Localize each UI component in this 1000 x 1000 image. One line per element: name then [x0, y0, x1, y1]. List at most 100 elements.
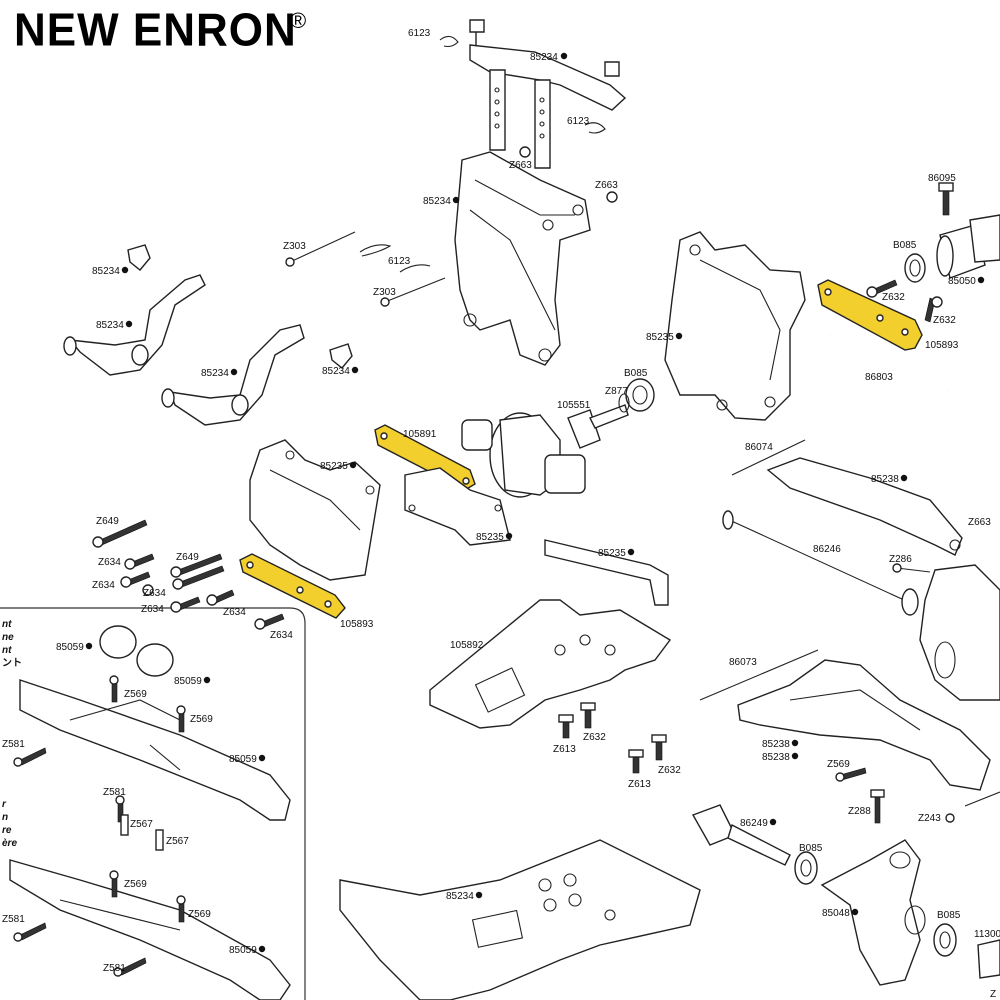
label-85235: 85235 [320, 461, 348, 472]
clip-85234-a [127, 244, 151, 271]
bumper-foam-85059-b [136, 643, 174, 677]
label-z581: Z581 [2, 739, 25, 750]
bearing-b085-d [933, 923, 957, 957]
screw-z581-c [13, 922, 47, 942]
label-z: Z [990, 989, 996, 1000]
registered-mark: ® [290, 8, 307, 33]
label-85234: 85234 [446, 891, 474, 902]
label-z634: Z634 [92, 580, 115, 591]
label-85234: 85234 [530, 52, 558, 63]
bumper-foam-85059-a [99, 625, 137, 659]
screw-z632-c [580, 702, 596, 729]
label-z632: Z632 [933, 315, 956, 326]
label-z634: Z634 [223, 607, 246, 618]
label-85238: 85238 [762, 752, 790, 763]
label-b085: B085 [799, 843, 823, 854]
screw-z649-b [170, 553, 223, 578]
hinge-pin-right [964, 791, 1000, 807]
screw-z303-b [380, 277, 446, 307]
clip-6123-right [584, 122, 606, 134]
pinion-gear [567, 404, 629, 449]
label-85059: 85059 [174, 676, 202, 687]
label-85234: 85234 [96, 320, 124, 331]
label-z632: Z632 [882, 292, 905, 303]
screw-z649-a [92, 519, 148, 548]
hinge-pin-86074 [731, 439, 806, 476]
label-z303: Z303 [283, 241, 306, 252]
clip-6123-top [439, 35, 459, 48]
screw-z649-c [172, 565, 225, 590]
label-86074: 86074 [745, 442, 773, 453]
label-105892: 105892 [450, 640, 484, 651]
label-85059: 85059 [56, 642, 84, 653]
label-z581: Z581 [103, 963, 126, 974]
side-note-a1: nt [2, 619, 12, 630]
screw-z288 [870, 789, 885, 824]
side-note-b4: ère [2, 838, 17, 849]
chassis-plate-105892 [429, 599, 672, 729]
driveshaft-86246 [722, 510, 919, 616]
axle-86249 [691, 804, 791, 866]
part-11300 [977, 939, 1000, 979]
clip-6123-mid [359, 244, 431, 273]
screw-z581-a [13, 747, 47, 767]
pin-z286 [892, 563, 931, 573]
label-6123: 6123 [567, 116, 590, 127]
label-b085: B085 [937, 910, 961, 921]
label-86095: 86095 [928, 173, 956, 184]
label-z634: Z634 [141, 604, 164, 615]
screw-z303-a [285, 231, 356, 267]
label-b085: B085 [624, 368, 648, 379]
label-85235: 85235 [476, 532, 504, 543]
bearing-b085-a [904, 253, 926, 283]
screw-z632-b [924, 296, 943, 323]
label-85235: 85235 [598, 548, 626, 559]
rear-gearbox-housing [454, 151, 591, 366]
label-z569: Z569 [124, 689, 147, 700]
screw-z243 [945, 813, 955, 823]
label-z634: Z634 [270, 630, 293, 641]
differential-105551 [461, 412, 586, 498]
label-86803: 86803 [865, 372, 893, 383]
label-z613: Z613 [628, 779, 651, 790]
brace-105893-lower [239, 553, 346, 619]
label-85059: 85059 [229, 945, 257, 956]
side-note-a3: nt [2, 645, 12, 656]
screw-z632-a [866, 279, 898, 298]
label-86073: 86073 [729, 657, 757, 668]
screw-z569-e [176, 895, 186, 923]
label-85050: 85050 [948, 276, 976, 287]
label-z877: Z877 [605, 386, 628, 397]
label-z569: Z569 [124, 879, 147, 890]
label-11300: 11300 [974, 929, 1000, 940]
bracket-85235-mid [404, 467, 511, 546]
nut-z663-b [606, 191, 618, 203]
side-note-b3: re [2, 825, 12, 836]
screw-z634-f [142, 584, 154, 596]
side-note-a4: ント [2, 657, 22, 669]
label-6123: 6123 [388, 256, 411, 267]
screw-86095 [938, 182, 954, 216]
label-z663: Z663 [509, 160, 532, 171]
cup-85050 [936, 224, 986, 279]
label-z581: Z581 [103, 787, 126, 798]
label-z634: Z634 [143, 588, 166, 599]
suspension-arm-85238-upper [766, 457, 963, 556]
screw-z567-b [155, 829, 164, 851]
screw-z581-d [113, 957, 147, 977]
label-85234: 85234 [423, 196, 451, 207]
knuckle-upper [919, 564, 1000, 701]
bumper-lower-85059 [9, 859, 291, 1000]
label-z567: Z567 [166, 836, 189, 847]
label-6123: 6123 [408, 28, 431, 39]
label-z632: Z632 [583, 732, 606, 743]
label-z649: Z649 [96, 516, 119, 527]
label-105893: 105893 [925, 340, 959, 351]
label-z613: Z613 [553, 744, 576, 755]
screw-z634-d [206, 589, 235, 606]
label-85234: 85234 [92, 266, 120, 277]
label-z569: Z569 [188, 909, 211, 920]
clip-85234-b [329, 343, 353, 369]
label-z663: Z663 [595, 180, 618, 191]
